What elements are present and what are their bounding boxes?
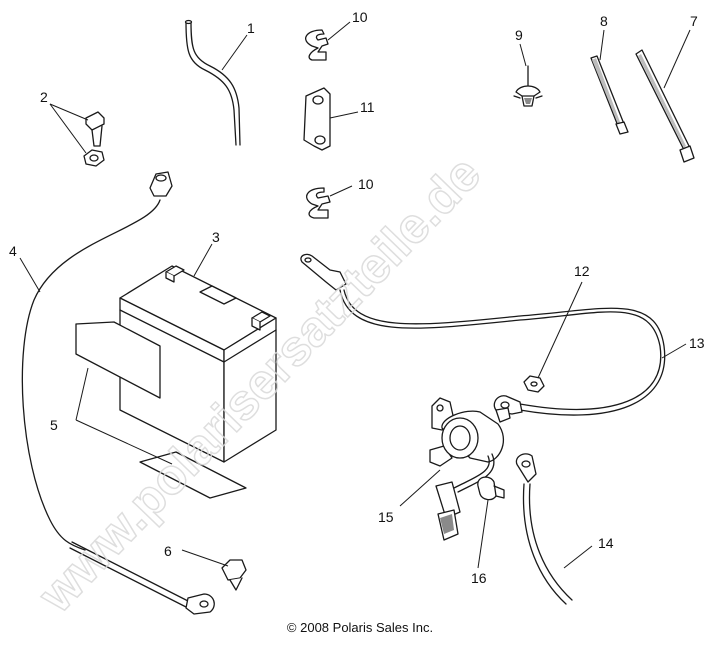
copyright-text: © 2008 Polaris Sales Inc. <box>286 620 434 635</box>
callout-9: 9 <box>515 27 523 43</box>
callout-8: 8 <box>600 13 608 29</box>
terminal-boot <box>149 171 173 197</box>
callout-7: 7 <box>690 13 698 29</box>
part-9-rivet <box>513 43 543 107</box>
part-16-screw <box>477 476 505 569</box>
part-12-nut <box>523 281 583 393</box>
part-4-cable <box>19 199 215 615</box>
callout-1: 1 <box>247 20 255 36</box>
callout-3: 3 <box>212 229 220 245</box>
callout-12: 12 <box>574 263 590 279</box>
part-13-cable <box>300 253 687 416</box>
part-11-bracket <box>303 87 359 151</box>
callout-11: 11 <box>360 99 375 115</box>
callout-13: 13 <box>689 335 705 351</box>
callout-6: 6 <box>164 543 172 559</box>
part-1-vent-tube <box>184 19 248 146</box>
callout-10-lower: 10 <box>358 176 374 192</box>
part-6-nut <box>181 549 247 591</box>
callout-4: 4 <box>9 243 17 259</box>
part-3-battery <box>119 243 277 463</box>
part-2-bolt-nut <box>49 103 105 167</box>
part-7-cable-tie <box>635 29 695 163</box>
callout-5: 5 <box>50 417 58 433</box>
callout-10-top: 10 <box>352 9 368 25</box>
callout-15: 15 <box>378 509 394 525</box>
part-10-clip-lower <box>306 185 353 219</box>
part-15-solenoid <box>399 397 511 541</box>
callout-2: 2 <box>40 89 48 105</box>
part-8-cable-tie <box>590 29 629 135</box>
part-14-cable <box>515 453 593 605</box>
callout-14: 14 <box>598 535 614 551</box>
callout-16: 16 <box>471 570 487 586</box>
part-10-clip-top <box>305 21 351 61</box>
part-5-labels <box>75 321 247 499</box>
